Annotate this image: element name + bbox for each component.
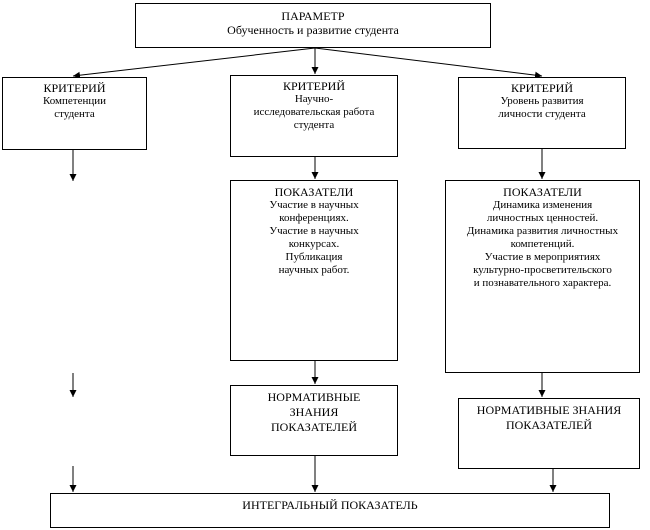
indicators-text: Участие в научных конференциях. Участие … [269,199,359,276]
criterion-text: Научно- исследовательская работа студент… [253,93,375,131]
criterion-heading: КРИТЕРИЙ [43,81,106,95]
norms-text: НОРМАТИВНЫЕ ЗНАНИЯ ПОКАЗАТЕЛЕЙ [267,390,361,434]
indicators-text: Динамика изменения личностных ценностей.… [466,199,619,289]
integral-indicator-text: ИНТЕГРАЛЬНЫЙ ПОКАЗАТЕЛЬ [242,498,418,512]
criterion-box-competence: КРИТЕРИЙ Компетенции студента [2,77,147,150]
parameter-text: Обученность и развитие студента [227,23,399,37]
criterion-text: Уровень развития личности студента [498,95,586,120]
criterion-text: Компетенции студента [42,95,107,120]
indicators-box-research: ПОКАЗАТЕЛИ Участие в научных конференция… [230,180,398,361]
norms-box-personality: НОРМАТИВНЫЕ ЗНАНИЯ ПОКАЗАТЕЛЕЙ [458,398,640,469]
indicators-heading: ПОКАЗАТЕЛИ [503,185,582,199]
indicators-box-personality: ПОКАЗАТЕЛИ Динамика изменения личностных… [445,180,640,373]
arrow-parameter-to-criterion-3 [314,47,543,79]
criterion-heading: КРИТЕРИЙ [510,81,573,95]
norms-text: НОРМАТИВНЫЕ ЗНАНИЯ ПОКАЗАТЕЛЕЙ [476,403,622,432]
integral-indicator-box: ИНТЕГРАЛЬНЫЙ ПОКАЗАТЕЛЬ [50,493,610,528]
criterion-box-research: КРИТЕРИЙ Научно- исследовательская работ… [230,75,398,157]
parameter-heading: ПАРАМЕТР [281,9,345,23]
indicators-heading: ПОКАЗАТЕЛИ [274,185,354,199]
arrow-parameter-to-criterion-1 [72,47,316,79]
parameter-box: ПАРАМЕТР Обученность и развитие студента [135,3,491,48]
criterion-heading: КРИТЕРИЙ [282,79,345,93]
criterion-box-personality: КРИТЕРИЙ Уровень развития личности студе… [458,77,626,149]
norms-box-research: НОРМАТИВНЫЕ ЗНАНИЯ ПОКАЗАТЕЛЕЙ [230,385,398,456]
